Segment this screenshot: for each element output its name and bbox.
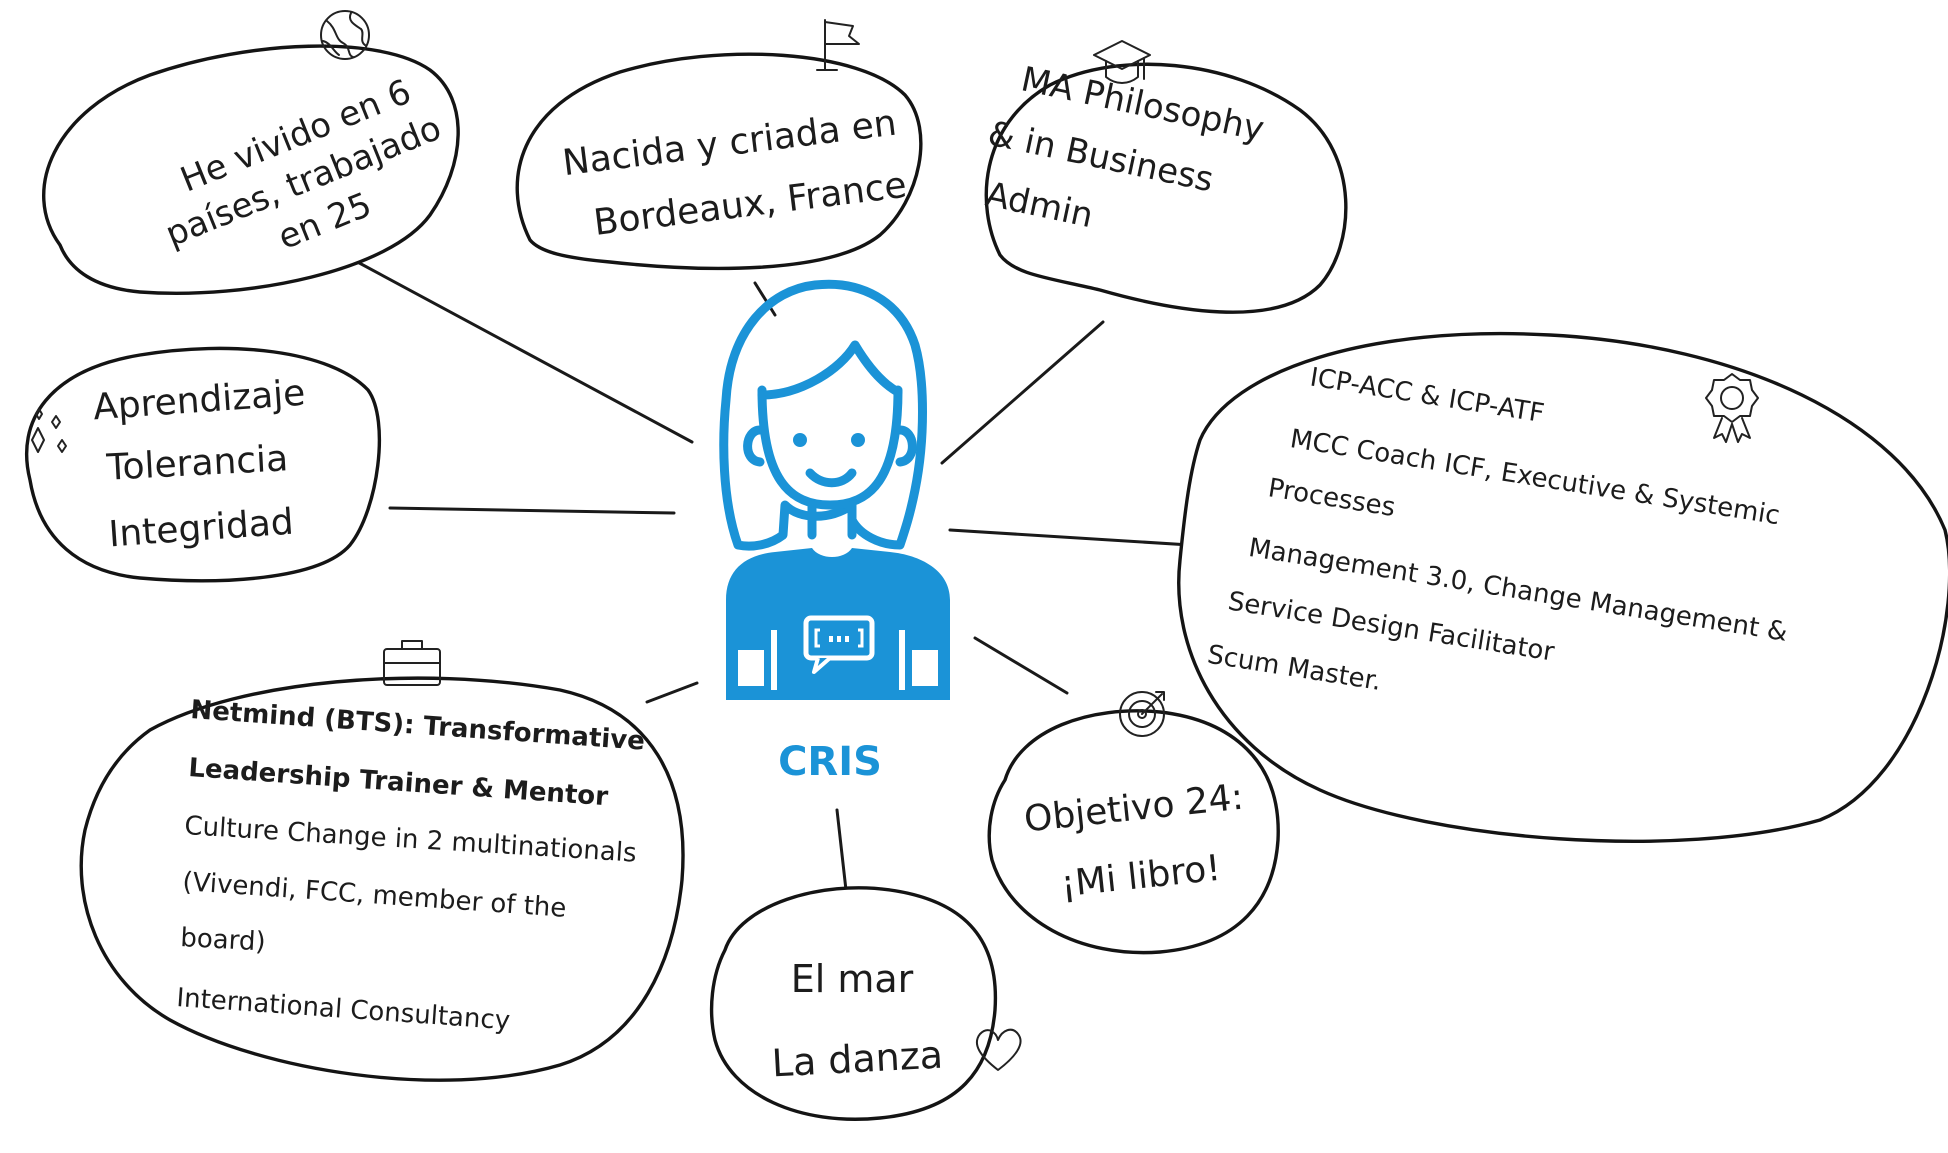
connectors [348, 256, 1192, 892]
avatar-eye-right [851, 433, 865, 447]
bubble-passions: El mar La danza [709, 886, 1022, 1121]
award-badge-icon [1705, 373, 1759, 443]
bubble-countries-outline [42, 44, 460, 295]
connector-career [645, 681, 699, 704]
passions-line-1: El mar [791, 957, 914, 1001]
connector-birthplace [753, 281, 777, 317]
bubble-passions-outline [709, 886, 998, 1121]
target-icon [1119, 691, 1165, 737]
values-line-2: Tolerancia [105, 438, 289, 489]
bubble-career-outline [79, 676, 685, 1082]
sparkles-icon [31, 408, 67, 453]
graduation-cap-icon [1093, 40, 1151, 84]
bubble-birthplace-outline [515, 52, 923, 271]
connector-values [388, 506, 676, 515]
avatar-chat-logo [803, 615, 875, 674]
bubble-education-outline [984, 62, 1348, 314]
avatar-sleeve-left [738, 650, 764, 686]
avatar-neck [807, 500, 857, 540]
avatar-sleeve-right [912, 650, 938, 686]
heart-icon [975, 1028, 1022, 1071]
avatar-body [726, 548, 950, 700]
bubble-countries: He vivido en 6 países, trabajado en 25 [42, 10, 460, 295]
avatar-eye-left [793, 433, 807, 447]
avatar-face [757, 385, 903, 510]
connector-passions [835, 808, 848, 892]
center-name: CRIS [778, 739, 882, 785]
bubble-goal: Objetivo 24: ¡Mi libro! [987, 691, 1280, 955]
career-line-3: board) [180, 923, 267, 957]
globe-icon [320, 10, 370, 60]
briefcase-icon [383, 640, 441, 686]
bubble-values-outline [24, 346, 382, 583]
connector-certifications [948, 528, 1192, 547]
bubble-values: Aprendizaje Tolerancia Integridad [24, 346, 382, 583]
girl-avatar-icon [719, 279, 950, 700]
bubble-career: Netmind (BTS): Transformative Leadership… [79, 640, 685, 1082]
avatar-ear-left [743, 425, 765, 467]
bubble-birthplace: Nacida y criada en Bordeaux, France [515, 19, 923, 271]
avatar-ear-right [895, 425, 917, 467]
flag-icon [816, 19, 860, 71]
passions-line-2: La danza [771, 1033, 944, 1086]
center-node: CRIS [719, 279, 950, 785]
connector-countries [348, 256, 694, 444]
avatar-bangs [757, 340, 903, 400]
avatar-smile [805, 468, 857, 488]
bubble-certifications: ICP-ACC & ICP-ATF MCC Coach ICF, Executi… [1177, 331, 1948, 843]
bubble-goal-outline [987, 709, 1280, 955]
bubble-education: MA Philosophy & in Business Admin [982, 40, 1348, 314]
bubble-certifications-outline [1177, 331, 1948, 843]
connector-goal [973, 636, 1069, 695]
avatar-hair [719, 279, 927, 551]
connector-education [940, 320, 1105, 465]
